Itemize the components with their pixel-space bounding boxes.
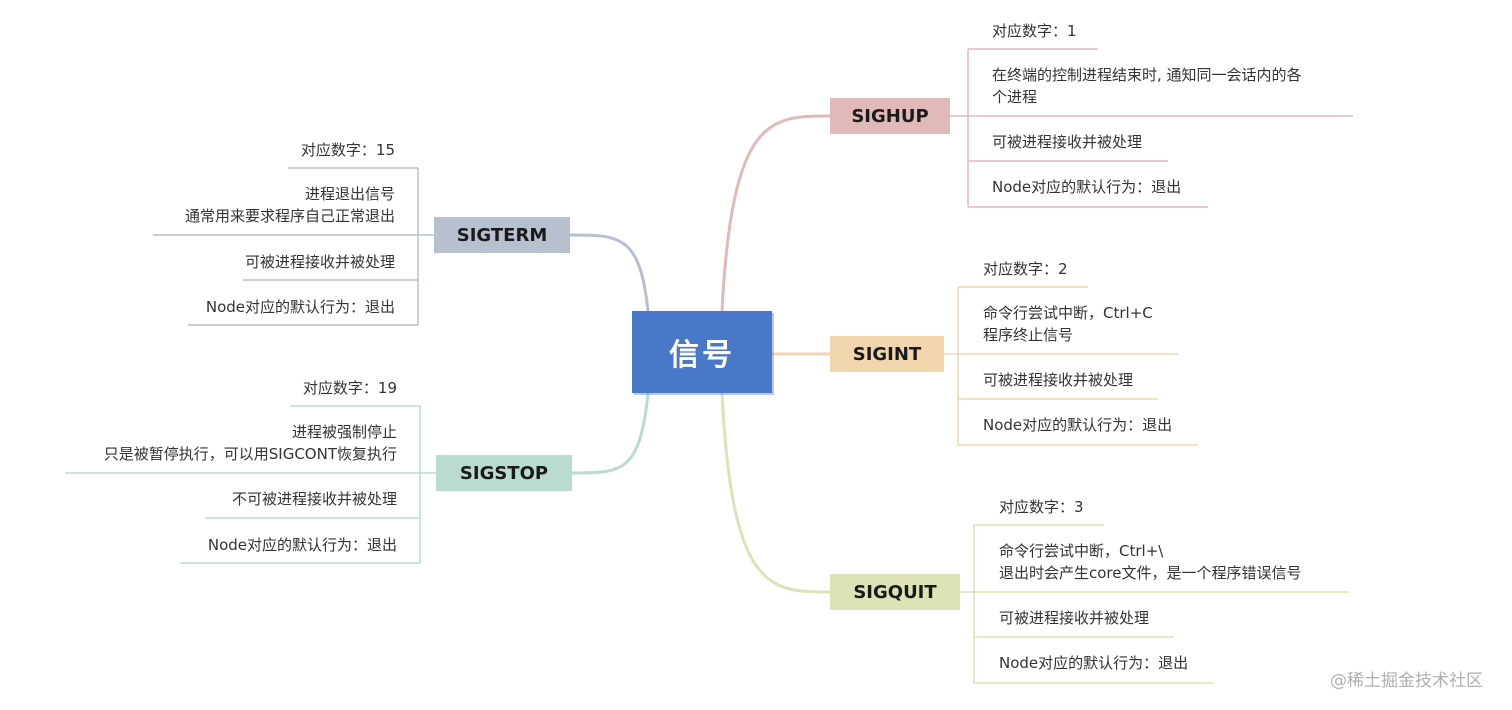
sighup-leaf-4[interactable]: Node对应的默认行为：退出 xyxy=(992,176,1181,198)
sigstop-leaf-4[interactable]: Node对应的默认行为：退出 xyxy=(208,534,397,556)
central-topic-label: 信号 xyxy=(669,338,735,373)
sigquit-leaf-2-line-1: 命令行尝试中断，Ctrl+\ xyxy=(999,542,1164,560)
sigquit-connector xyxy=(720,391,832,594)
sigterm-leaf-2[interactable]: 进程退出信号通常用来要求程序自己正常退出 xyxy=(185,183,395,227)
sigquit-label: SIGQUIT xyxy=(853,581,937,603)
sigterm-leaf-2-line-2: 通常用来要求程序自己正常退出 xyxy=(184,207,395,225)
sighup-leaf-1[interactable]: 对应数字：1 xyxy=(992,20,1077,42)
sigterm-leaf-1-line-1: 对应数字：15 xyxy=(300,141,395,159)
sigint-leaf-3-line-1: 可被进程接收并被处理 xyxy=(983,371,1134,389)
sigint-leaf-4-line-1: Node对应的默认行为：退出 xyxy=(983,416,1173,434)
sigquit-leaf-4[interactable]: Node对应的默认行为：退出 xyxy=(999,652,1188,674)
sigterm-leaf-2-line-1: 进程退出信号 xyxy=(304,185,395,203)
sigstop-leaf-3[interactable]: 不可被进程接收并被处理 xyxy=(232,488,397,510)
sigquit-leaf-4-line-1: Node对应的默认行为：退出 xyxy=(999,654,1189,672)
sigquit-leaf-3-line-1: 可被进程接收并被处理 xyxy=(999,609,1150,627)
sigint-label: SIGINT xyxy=(852,343,922,365)
watermark: @稀土掘金技术社区 xyxy=(1330,671,1483,691)
sigquit-leaf-3[interactable]: 可被进程接收并被处理 xyxy=(999,607,1149,629)
sighup-leaf-3-line-1: 可被进程接收并被处理 xyxy=(992,133,1143,151)
sigint-leaf-1-line-1: 对应数字：2 xyxy=(983,260,1068,278)
sighup-connector xyxy=(720,114,832,313)
sigquit-node[interactable]: SIGQUIT xyxy=(830,574,960,610)
sigint-leaf-2-line-2: 程序终止信号 xyxy=(983,326,1074,344)
sigstop-leaf-2[interactable]: 进程被强制停止只是被暂停执行，可以用SIGCONT恢复执行 xyxy=(104,421,397,465)
sigterm-label: SIGTERM xyxy=(456,224,548,246)
sigstop-node[interactable]: SIGSTOP xyxy=(436,455,572,491)
sigterm-leaf-1[interactable]: 对应数字：15 xyxy=(301,139,395,161)
sighup-leaf-1-line-1: 对应数字：1 xyxy=(992,22,1077,40)
sigquit-leaf-2-line-2: 退出时会产生core文件，是一个程序错误信号 xyxy=(999,564,1302,582)
sigint-leaf-2[interactable]: 命令行尝试中断，Ctrl+C 程序终止信号 xyxy=(983,302,1153,346)
sigterm-leaf-4-line-1: Node对应的默认行为：退出 xyxy=(205,298,395,316)
sigint-leaf-4[interactable]: Node对应的默认行为：退出 xyxy=(983,414,1172,436)
sigterm-connector xyxy=(568,233,650,313)
sigstop-leaf-4-line-1: Node对应的默认行为：退出 xyxy=(207,536,397,554)
sigterm-leaf-3-line-1: 可被进程接收并被处理 xyxy=(244,253,395,271)
central-topic[interactable]: 信号 xyxy=(632,311,772,393)
sigquit-leaf-1-line-1: 对应数字：3 xyxy=(999,498,1084,516)
sigterm-leaf-3[interactable]: 可被进程接收并被处理 xyxy=(245,251,395,273)
sigstop-leaf-1-line-1: 对应数字：19 xyxy=(302,379,397,397)
sigstop-leaf-2-line-1: 进程被强制停止 xyxy=(291,423,397,441)
sigquit-leaf-1[interactable]: 对应数字：3 xyxy=(999,496,1084,518)
sighup-label: SIGHUP xyxy=(851,105,929,127)
sigterm-node[interactable]: SIGTERM xyxy=(434,217,570,253)
sigstop-leaf-1[interactable]: 对应数字：19 xyxy=(303,377,397,399)
sigstop-leaf-3-line-1: 不可被进程接收并被处理 xyxy=(231,490,397,508)
sighup-leaf-2[interactable]: 在终端的控制进程结束时, 通知同一会话内的各个进程 xyxy=(992,64,1302,108)
sigint-leaf-1[interactable]: 对应数字：2 xyxy=(983,258,1068,280)
sighup-leaf-3[interactable]: 可被进程接收并被处理 xyxy=(992,131,1142,153)
sigquit-leaf-2[interactable]: 命令行尝试中断，Ctrl+\ 退出时会产生core文件，是一个程序错误信号 xyxy=(999,540,1302,584)
sighup-node[interactable]: SIGHUP xyxy=(830,98,950,134)
sigint-leaf-3[interactable]: 可被进程接收并被处理 xyxy=(983,369,1133,391)
sigstop-label: SIGSTOP xyxy=(459,462,549,484)
sigstop-connector xyxy=(570,391,650,475)
sigint-leaf-2-line-1: 命令行尝试中断，Ctrl+C xyxy=(983,304,1153,322)
sighup-leaf-2-line-1: 在终端的控制进程结束时, 通知同一会话内的各 xyxy=(992,66,1302,84)
sigterm-leaf-4[interactable]: Node对应的默认行为：退出 xyxy=(206,296,395,318)
sighup-leaf-4-line-1: Node对应的默认行为：退出 xyxy=(992,178,1182,196)
sighup-leaf-2-line-2: 个进程 xyxy=(992,88,1038,106)
sigstop-leaf-2-line-2: 只是被暂停执行，可以用SIGCONT恢复执行 xyxy=(103,445,397,463)
sigint-node[interactable]: SIGINT xyxy=(830,336,944,372)
